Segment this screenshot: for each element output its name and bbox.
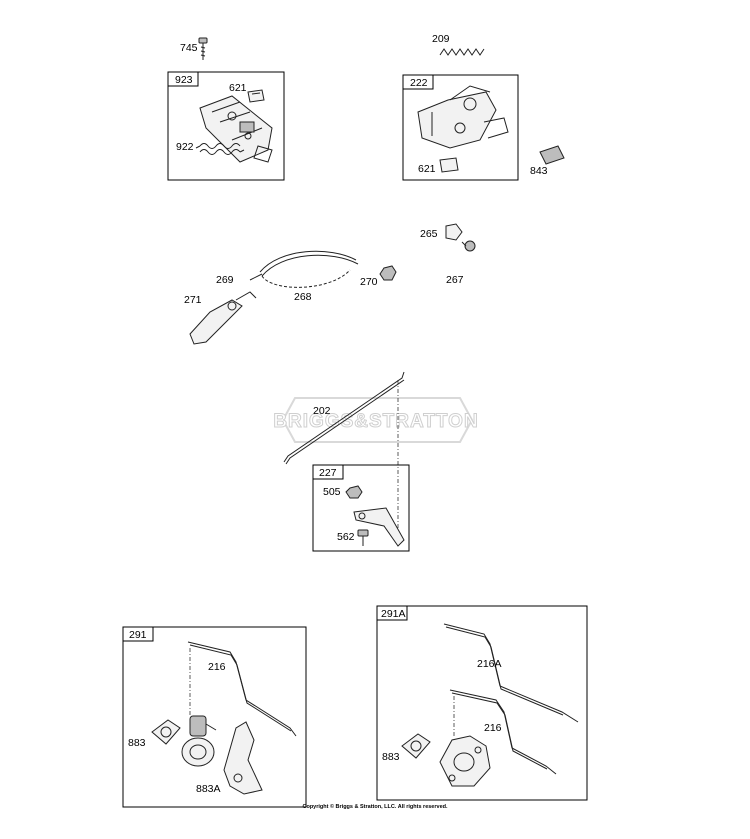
part-268-cable[interactable]: [249, 250, 359, 288]
part-209-spring[interactable]: [439, 48, 485, 56]
part-271-lever[interactable]: [189, 291, 257, 345]
label-209: 209: [432, 33, 450, 45]
part-745-screw[interactable]: [198, 37, 208, 60]
part-267-bolt[interactable]: [461, 240, 476, 252]
part-222-bracket[interactable]: [417, 85, 509, 149]
part-216-governor-link[interactable]: [187, 641, 297, 737]
label-271: 271: [184, 294, 202, 306]
box-227-label: 227: [319, 467, 337, 479]
box-291-label: 291: [129, 629, 147, 641]
label-216-b: 216: [484, 722, 502, 734]
part-922-spring[interactable]: [195, 143, 245, 155]
part-505-nut[interactable]: [345, 485, 363, 499]
label-883A: 883A: [196, 783, 221, 795]
label-202: 202: [313, 405, 331, 417]
copyright-text: Copyright © Briggs & Stratton, LLC. All …: [302, 803, 448, 810]
part-202-link-rod[interactable]: [283, 371, 405, 465]
box-222-label: 222: [410, 77, 428, 89]
part-291A-carburetor[interactable]: [439, 735, 491, 787]
label-265: 265: [420, 228, 438, 240]
box-923-tag: [167, 71, 199, 87]
box-291a-tag: [376, 605, 408, 621]
box-227: [312, 464, 410, 552]
part-883-gasket[interactable]: [151, 719, 181, 745]
label-267: 267: [446, 274, 464, 286]
box-923: [167, 71, 285, 181]
part-227-lever-bracket[interactable]: [353, 507, 405, 547]
box-222-tag: [402, 74, 434, 90]
label-621-top: 621: [229, 82, 247, 94]
label-505: 505: [323, 486, 341, 498]
box-291a: [376, 605, 588, 801]
label-843: 843: [530, 165, 548, 177]
brand-watermark: BRIGGS&STRATTON: [273, 397, 478, 443]
label-621-bottom: 621: [418, 163, 436, 175]
part-216A-link[interactable]: [443, 623, 579, 723]
part-621-clip-b[interactable]: [439, 157, 459, 173]
part-923-governor-control[interactable]: [199, 95, 273, 163]
box-291-tag: [122, 626, 154, 642]
part-883A-plate[interactable]: [223, 721, 263, 795]
watermark-text: BRIGGS&STRATTON: [273, 411, 478, 432]
part-216-link-b[interactable]: [449, 689, 557, 775]
label-562: 562: [337, 531, 355, 543]
part-265-fitting[interactable]: [445, 223, 463, 241]
label-216: 216: [208, 661, 226, 673]
part-270-nut[interactable]: [379, 265, 397, 281]
label-745: 745: [180, 42, 198, 54]
part-621-clip[interactable]: [247, 89, 265, 103]
label-268: 268: [294, 291, 312, 303]
part-883-gasket-b[interactable]: [401, 733, 431, 759]
box-222: [402, 74, 519, 181]
part-291-carburetor[interactable]: [181, 715, 217, 767]
label-922: 922: [176, 141, 194, 153]
label-883: 883: [128, 737, 146, 749]
box-227-tag: [312, 464, 344, 480]
label-883-b: 883: [382, 751, 400, 763]
part-843-pad[interactable]: [539, 145, 565, 165]
part-562-screw[interactable]: [357, 529, 369, 546]
label-269: 269: [216, 274, 234, 286]
box-291a-label: 291A: [381, 608, 406, 620]
label-216A: 216A: [477, 658, 502, 670]
label-270: 270: [360, 276, 378, 288]
box-291: [122, 626, 307, 808]
box-923-label: 923: [175, 74, 193, 86]
